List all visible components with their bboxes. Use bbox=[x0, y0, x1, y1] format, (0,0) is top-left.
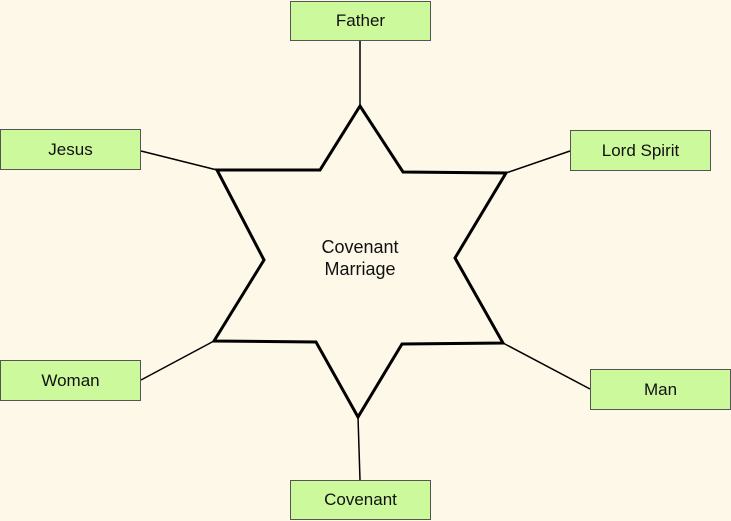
node-man: Man bbox=[590, 369, 731, 410]
node-woman-label: Woman bbox=[41, 370, 100, 390]
center-label: Covenant Marriage bbox=[280, 236, 440, 280]
node-jesus-label: Jesus bbox=[48, 139, 93, 159]
node-father-label: Father bbox=[335, 11, 386, 30]
connector-jesus bbox=[140, 150, 218, 171]
connector-man bbox=[502, 342, 591, 390]
connector-lord-spirit bbox=[505, 150, 571, 174]
covenant-star bbox=[211, 103, 509, 420]
node-man-label: Man bbox=[643, 379, 678, 399]
center-label-line2: Marriage bbox=[324, 259, 396, 279]
node-lord-spirit-label: Lord Spirit bbox=[601, 140, 680, 160]
node-lord-spirit: Lord Spirit bbox=[570, 130, 711, 171]
node-jesus: Jesus bbox=[0, 129, 141, 170]
node-father: Father bbox=[290, 1, 431, 41]
connector-woman bbox=[140, 340, 215, 381]
node-covenant-label: Covenant bbox=[324, 490, 397, 509]
center-label-line1: Covenant bbox=[321, 237, 399, 257]
connector-covenant bbox=[357, 416, 361, 481]
node-covenant: Covenant bbox=[290, 480, 431, 520]
node-woman: Woman bbox=[0, 360, 141, 401]
